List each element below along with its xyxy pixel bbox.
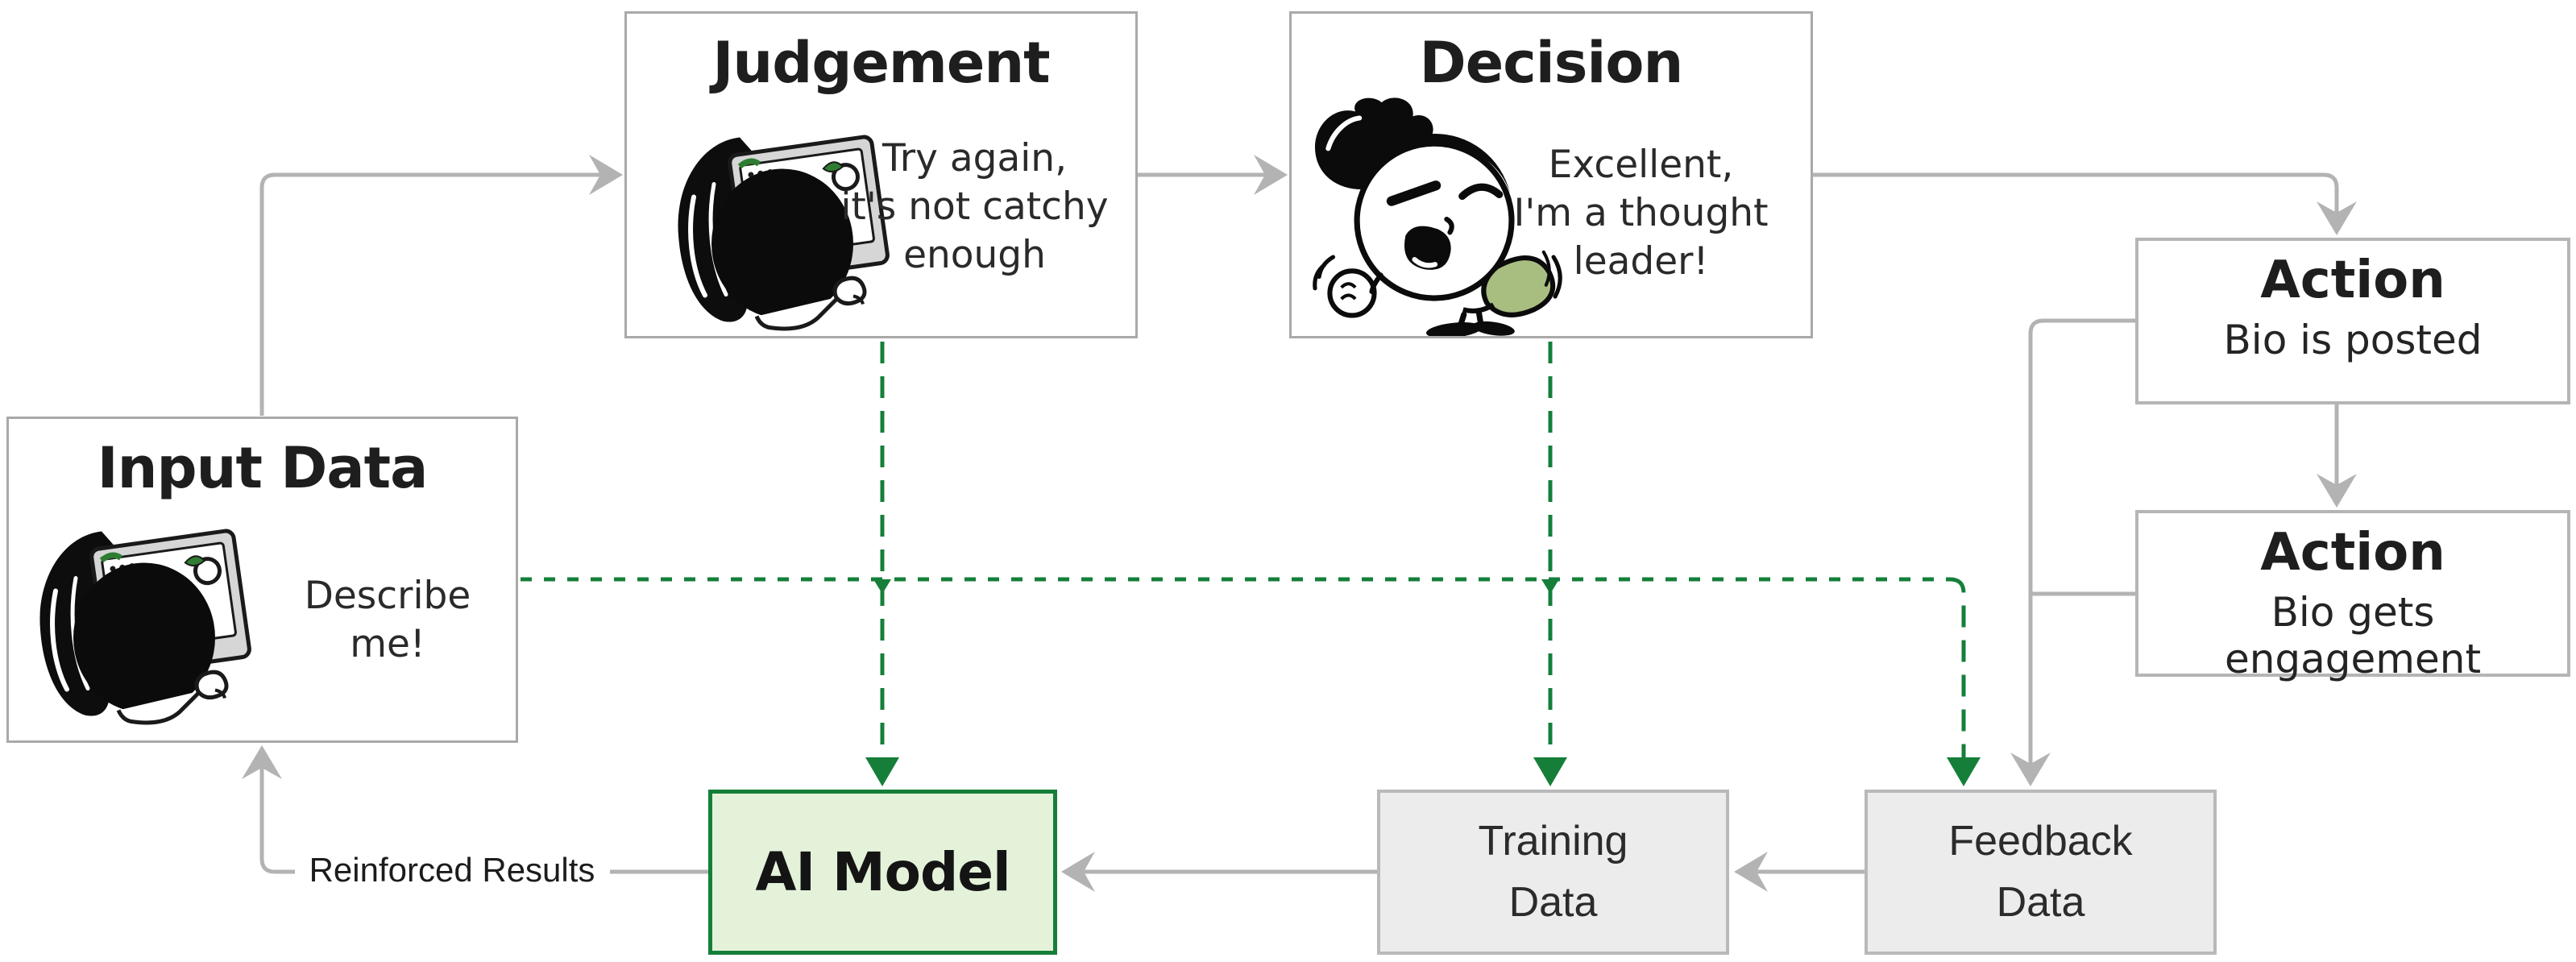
girl-holding-screen-illustration bbox=[678, 135, 890, 331]
feedback-data-label: Feedback Data bbox=[1948, 818, 2133, 926]
arrowhead-into-training-top bbox=[1533, 757, 1567, 786]
action1-subtitle: Bio is posted bbox=[2223, 317, 2483, 363]
node-feedback-data: Feedback Data bbox=[1865, 790, 2217, 955]
arrowhead-into-action1 bbox=[2317, 201, 2357, 235]
node-action-bio-posted: Action Bio is posted bbox=[2135, 238, 2570, 404]
arrowhead-merge-judgement-line bbox=[873, 579, 891, 594]
girl-holding-screen-illustration bbox=[39, 529, 251, 725]
node-action-bio-engagement: Action Bio gets engagement bbox=[2135, 510, 2570, 682]
arrowhead-into-action2 bbox=[2317, 474, 2357, 508]
arrowhead-into-aimodel-left bbox=[1061, 852, 1095, 892]
connector-input-to-judgement bbox=[259, 172, 601, 416]
dashed-turn-to-feedback bbox=[1949, 577, 1966, 757]
ai-model-title: AI Model bbox=[755, 841, 1010, 903]
judgement-title: Judgement bbox=[712, 30, 1050, 96]
training-data-label: Training Data bbox=[1478, 818, 1628, 926]
node-judgement: Judgement Try again, it's not catchy eno… bbox=[624, 11, 1138, 338]
input-data-speech-text: Describe me! bbox=[304, 574, 471, 667]
judgement-speech-text: Try again, it's not catchy enough bbox=[840, 136, 1109, 278]
arrowhead-into-decision bbox=[1254, 155, 1288, 195]
arrowhead-into-training bbox=[1734, 852, 1768, 892]
node-input-data: Input Data Describe me! bbox=[6, 417, 518, 743]
connector-label-to-input bbox=[259, 768, 297, 874]
action2-subtitle: Bio gets engagement bbox=[2224, 589, 2482, 682]
connector-actions-to-feedback bbox=[2028, 318, 2135, 764]
decision-title: Decision bbox=[1419, 30, 1684, 96]
reinforced-results-label: Reinforced Results bbox=[295, 851, 609, 889]
arrowhead-into-judgement bbox=[589, 155, 623, 195]
node-training-data: Training Data bbox=[1377, 790, 1729, 955]
action1-title: Action bbox=[2260, 251, 2445, 310]
arrowhead-into-input-bottom bbox=[242, 745, 282, 779]
girl-winking-fist-pump-illustration bbox=[1313, 97, 1562, 336]
arrowhead-into-aimodel-top bbox=[865, 757, 899, 786]
input-data-title: Input Data bbox=[97, 435, 429, 501]
arrowhead-merge-decision-line bbox=[1541, 579, 1559, 594]
arrowhead-into-feedback-gray bbox=[2010, 753, 2051, 786]
node-decision: Decision Excellent, I'm a thought leader… bbox=[1289, 11, 1813, 338]
node-ai-model: AI Model bbox=[708, 790, 1057, 955]
arrowhead-into-feedback-top bbox=[1947, 757, 1981, 786]
connector-decision-to-action1 bbox=[1813, 172, 2339, 213]
decision-speech-text: Excellent, I'm a thought leader! bbox=[1513, 143, 1769, 284]
action2-title: Action bbox=[2260, 523, 2445, 583]
